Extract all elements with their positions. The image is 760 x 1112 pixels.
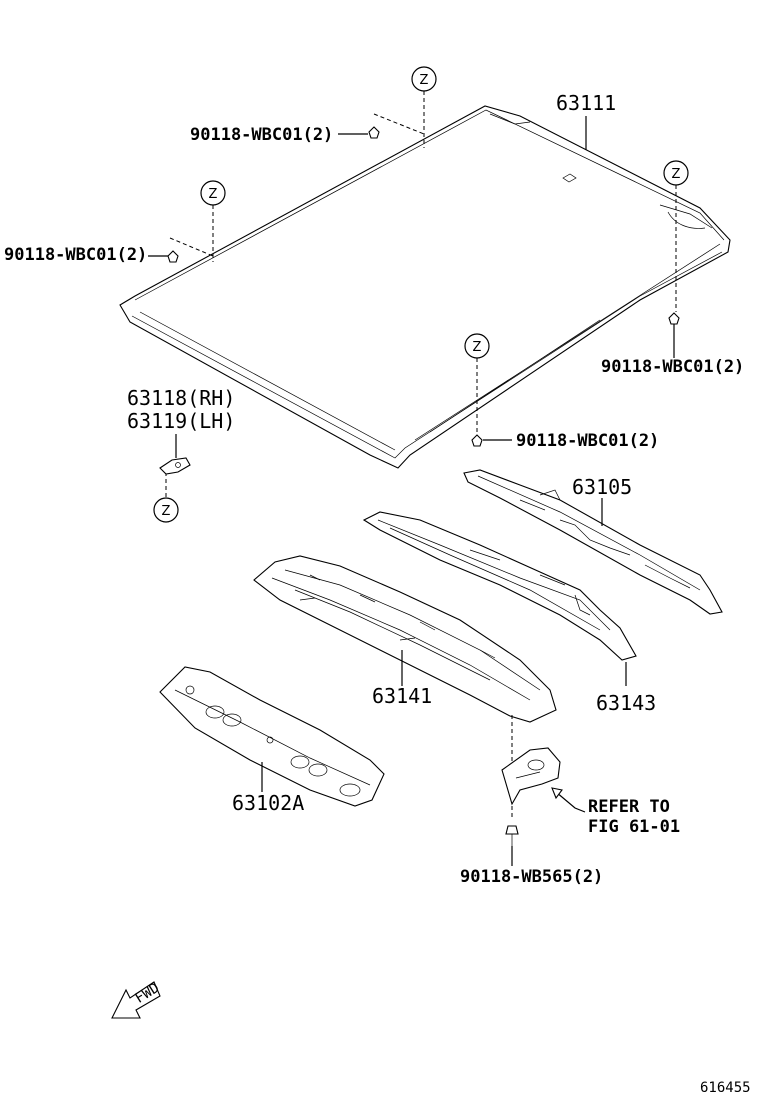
label-bolt-bottom: 90118-WB565(2) [460,867,603,887]
z-marker-bracket: Z [153,497,179,523]
z-marker-right: Z [663,160,689,186]
svg-text:Z: Z [672,167,681,182]
label-refer-line2: FIG 61-01 [588,817,680,837]
svg-text:Z: Z [420,73,429,88]
bolt-icon[interactable] [505,825,519,846]
clip-center-icon[interactable] [471,434,483,447]
middle-roof-bow[interactable] [362,511,637,661]
z-marker-top: Z [411,66,437,92]
diagram-number: 616455 [700,1080,751,1096]
rear-roof-rail[interactable] [463,469,723,615]
label-rear-rail: 63105 [572,475,632,499]
roof-header-panel[interactable] [159,666,385,807]
label-front-bow: 63141 [372,684,432,708]
svg-text:Z: Z [162,504,171,519]
clip-left-icon[interactable] [167,250,179,263]
label-clip-left: 90118-WBC01(2) [4,245,147,265]
label-clip-center: 90118-WBC01(2) [516,431,659,451]
label-clip-right: 90118-WBC01(2) [601,357,744,377]
label-refer-line1: REFER TO [588,797,670,817]
roof-bracket[interactable] [159,457,191,475]
z-marker-left: Z [200,180,226,206]
front-roof-bow[interactable] [253,555,557,723]
label-bracket-lh: 63119(LH) [127,409,235,433]
label-roof-panel: 63111 [556,91,616,115]
svg-text:Z: Z [209,187,218,202]
fwd-arrow-icon: FWD [111,980,162,1019]
label-header-panel: 63102A [232,791,304,815]
roof-side-bracket[interactable] [501,747,561,806]
label-clip-top: 90118-WBC01(2) [190,125,333,145]
clip-right-icon[interactable] [668,312,680,325]
label-bracket-rh: 63118(RH) [127,386,235,410]
clip-top-icon[interactable] [368,126,380,139]
label-middle-bow: 63143 [596,691,656,715]
svg-text:Z: Z [473,340,482,355]
roof-panel[interactable] [119,105,731,469]
refer-arrow-icon [551,787,586,813]
